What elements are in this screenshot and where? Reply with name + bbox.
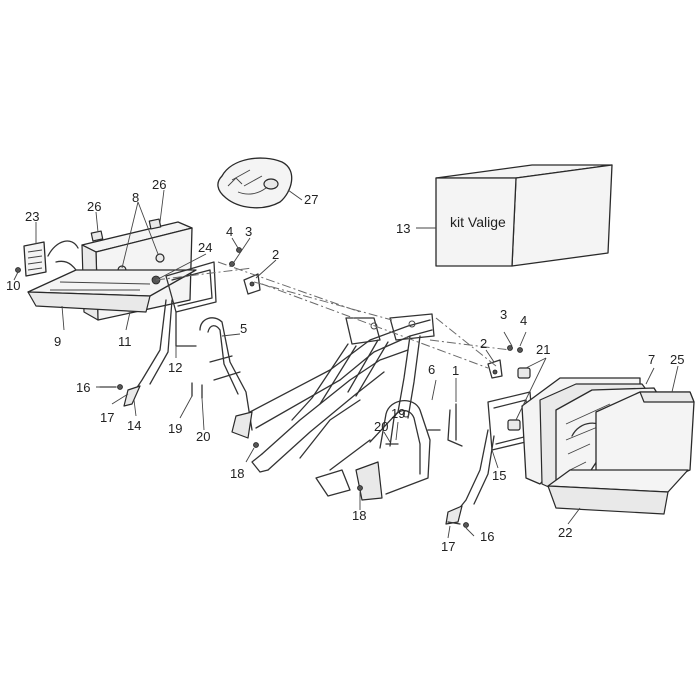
callout-26-top: 26 [152, 177, 166, 192]
kit-valige-label: kit Valige [450, 214, 506, 230]
assembly-guide-lines [155, 261, 511, 369]
callout-26-left: 26 [87, 199, 101, 214]
wiring-connector [15, 240, 79, 273]
callout-4-left: 4 [226, 224, 233, 239]
callout-14: 14 [127, 418, 141, 433]
callout-5: 5 [240, 321, 247, 336]
callout-27: 27 [304, 192, 318, 207]
callout-22: 22 [558, 525, 572, 540]
callout-16-left: 16 [76, 380, 90, 395]
callout-21: 21 [536, 342, 550, 357]
leader-lines [13, 189, 679, 539]
callout-3-left: 3 [245, 224, 252, 239]
callout-6: 6 [428, 362, 435, 377]
right-hardware [357, 345, 523, 528]
callout-11: 11 [118, 334, 132, 349]
callout-20-left: 20 [196, 429, 210, 444]
right-lower-bracket [355, 400, 431, 501]
callout-2-left: 2 [272, 247, 279, 262]
left-lower-bracket [199, 317, 253, 439]
right-latches [507, 367, 531, 431]
right-plate-bracket [447, 403, 463, 447]
callout-19-right: 19 [391, 406, 405, 421]
reflector [23, 241, 47, 277]
callout-7: 7 [648, 352, 655, 367]
tool-kit-bag [217, 157, 293, 209]
callout-3-right: 3 [500, 307, 507, 322]
rear-subframe [249, 313, 435, 497]
callout-18-right: 18 [352, 508, 366, 523]
callout-12: 12 [168, 360, 182, 375]
callout-23: 23 [25, 209, 39, 224]
callout-18-left: 18 [230, 466, 244, 481]
callout-4-right: 4 [520, 313, 527, 328]
callout-2-right: 2 [480, 336, 487, 351]
callout-13: 13 [396, 221, 410, 236]
callout-1: 1 [452, 363, 459, 378]
callout-15: 15 [492, 468, 506, 483]
kit-valige-box: kit Valige [435, 164, 613, 267]
callout-24: 24 [198, 240, 212, 255]
right-support-frame [445, 391, 535, 525]
callout-17-right: 17 [441, 539, 455, 554]
right-pannier-tray [547, 469, 689, 515]
callout-8: 8 [132, 190, 139, 205]
callout-9: 9 [54, 334, 61, 349]
callout-16-right: 16 [480, 529, 494, 544]
right-pannier-case [521, 377, 695, 493]
callout-numbers: 26 8 26 23 10 9 11 24 4 3 2 5 12 27 13 1… [6, 177, 684, 554]
callout-10: 10 [6, 278, 20, 293]
callout-17-left: 17 [100, 410, 114, 425]
callout-25: 25 [670, 352, 684, 367]
callout-20-right: 20 [374, 419, 388, 434]
callout-19-left: 19 [168, 421, 182, 436]
